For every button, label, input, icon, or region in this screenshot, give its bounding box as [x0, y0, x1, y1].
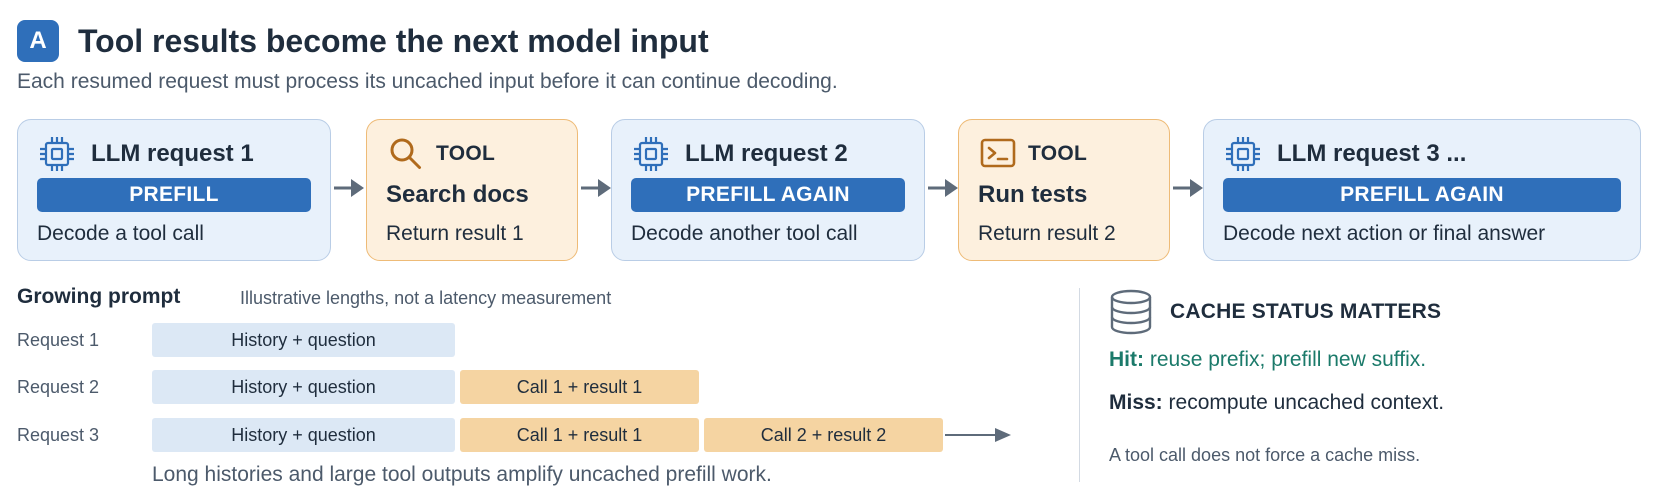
page-title: Tool results become the next model input [78, 23, 709, 59]
cache-hit-line: Hit: reuse prefix; prefill new suffix. [1109, 348, 1426, 372]
card-title: LLM request 3 ... [1277, 140, 1467, 167]
chip-icon [631, 134, 671, 174]
tool-card: TOOL Run tests Return result 2 [958, 119, 1170, 261]
card-description: Decode a tool call [37, 222, 204, 245]
database-icon [1108, 288, 1154, 341]
request-label: Request 1 [17, 330, 100, 350]
tool-card: TOOL Search docs Return result 1 [366, 119, 578, 261]
tool-result-segment: Call 1 + result 1 [460, 418, 699, 452]
terminal-icon [978, 134, 1018, 174]
prefill-again-bar: PREFILL AGAIN [631, 178, 905, 212]
hit-key: Hit: [1109, 348, 1144, 371]
history-segment: History + question [152, 418, 455, 452]
card-title: LLM request 1 [91, 140, 254, 167]
cache-note: A tool call does not force a cache miss. [1109, 445, 1421, 465]
hit-text: reuse prefix; prefill new suffix. [1149, 348, 1427, 371]
card-description: Return result 2 [978, 222, 1116, 245]
request-label: Request 2 [17, 377, 100, 397]
flow-arrow [928, 179, 958, 197]
tool-name: Run tests [978, 181, 1088, 208]
tool-result-segment: Call 2 + result 2 [704, 418, 943, 452]
llm-request-card: LLM request 2 PREFILL AGAIN Decode anoth… [611, 119, 925, 261]
section-divider [1079, 288, 1080, 482]
page-subtitle: Each resumed request must process its un… [17, 70, 838, 93]
llm-request-card: LLM request 1 PREFILL Decode a tool call [17, 119, 331, 261]
tool-label: TOOL [436, 142, 496, 165]
history-segment: History + question [152, 323, 455, 357]
growth-arrow [945, 428, 1011, 442]
flow-arrow [581, 179, 611, 197]
search-icon [386, 134, 426, 174]
card-description: Decode next action or final answer [1223, 222, 1546, 245]
card-description: Return result 1 [386, 222, 524, 245]
miss-text: recompute uncached context. [1168, 391, 1445, 414]
cache-miss-line: Miss: recompute uncached context. [1109, 391, 1444, 415]
request-label: Request 3 [17, 425, 100, 445]
cache-status-title: CACHE STATUS MATTERS [1170, 300, 1442, 323]
section-badge: A [17, 20, 59, 62]
growing-prompt-note: Illustrative lengths, not a latency meas… [240, 288, 612, 308]
tool-name: Search docs [386, 181, 529, 208]
prefill-again-bar: PREFILL AGAIN [1223, 178, 1621, 212]
chip-icon [37, 134, 77, 174]
history-segment: History + question [152, 370, 455, 404]
chip-icon [1223, 134, 1263, 174]
llm-request-card: LLM request 3 ... PREFILL AGAIN Decode n… [1203, 119, 1641, 261]
growing-prompt-footnote: Long histories and large tool outputs am… [152, 463, 772, 486]
tool-label: TOOL [1028, 142, 1088, 165]
prefill-bar: PREFILL [37, 178, 311, 212]
card-title: LLM request 2 [685, 140, 848, 167]
card-description: Decode another tool call [631, 222, 858, 245]
flow-arrow [334, 179, 364, 197]
growing-prompt-title: Growing prompt [17, 285, 181, 308]
miss-key: Miss: [1109, 391, 1163, 414]
flow-arrow [1173, 179, 1203, 197]
tool-result-segment: Call 1 + result 1 [460, 370, 699, 404]
